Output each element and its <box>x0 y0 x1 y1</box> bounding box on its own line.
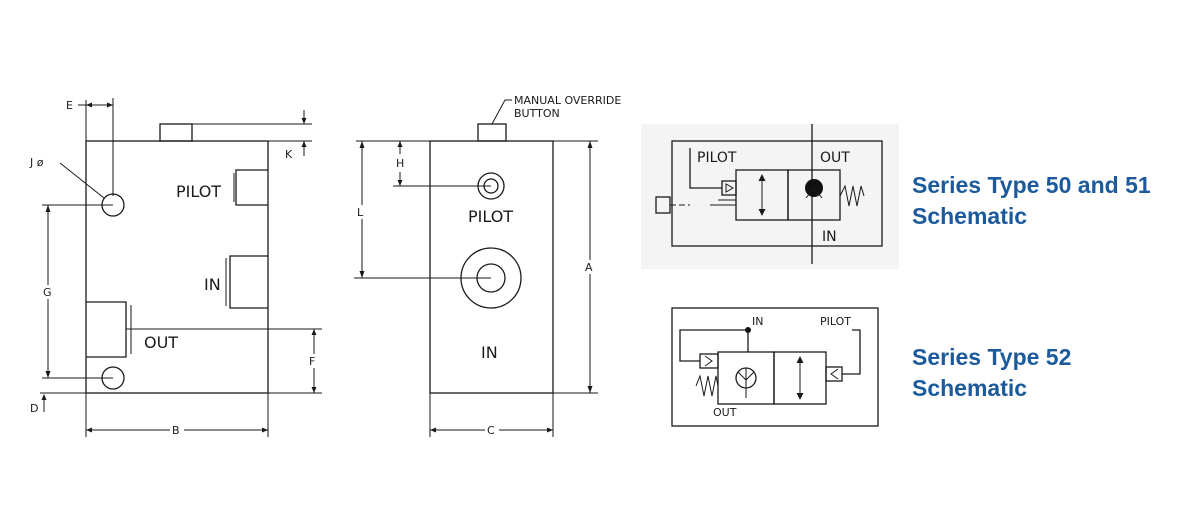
side-out-label: OUT <box>144 333 178 352</box>
caption-type-52-line2: Schematic <box>912 375 1028 401</box>
dim-a-label: A <box>585 261 593 274</box>
caption-type-50-51-line1: Series Type 50 and 51 <box>912 172 1151 198</box>
front-pilot-label: PILOT <box>468 207 513 226</box>
side-override-button <box>159 123 193 142</box>
caption-type-52: Series Type 52 Schematic <box>912 342 1071 404</box>
schematic-52-in-label: IN <box>752 315 763 328</box>
side-view: PILOT IN OUT E J ø G D <box>29 98 322 437</box>
schematic-50-51-background <box>641 124 899 269</box>
caption-type-50-51: Series Type 50 and 51 Schematic <box>912 170 1151 232</box>
caption-type-50-51-line2: Schematic <box>912 203 1028 229</box>
front-override-button <box>477 123 507 142</box>
dim-l-label: L <box>357 206 364 219</box>
schematic-50-51-out-label: OUT <box>820 150 850 166</box>
manual-override-label-line1: MANUAL OVERRIDE <box>514 94 621 107</box>
schematic-50-51-frame <box>671 140 883 247</box>
dim-g-label: G <box>43 286 52 299</box>
schematic-52-out-label: OUT <box>713 406 737 419</box>
front-view: MANUAL OVERRIDE BUTTON PILOT IN H L A <box>354 94 621 437</box>
schematic-type-50-51: PILOT OUT IN <box>641 124 899 269</box>
side-in-port <box>229 255 268 309</box>
dim-e-label: E <box>66 99 73 112</box>
caption-type-52-line1: Series Type 52 <box>912 344 1072 370</box>
schematic-52-frame <box>671 307 879 427</box>
side-out-port <box>86 301 127 358</box>
dim-b-label: B <box>172 424 180 437</box>
dim-c-label: C <box>487 424 495 437</box>
dim-f-label: F <box>309 355 315 368</box>
dim-h-label: H <box>396 157 404 170</box>
side-pilot-label: PILOT <box>176 182 221 201</box>
side-pilot-port <box>235 169 268 206</box>
schematic-50-51-in-label: IN <box>822 229 837 245</box>
manual-override-label-line2: BUTTON <box>514 107 560 120</box>
dim-k-label: K <box>285 148 293 161</box>
dim-d-label: D <box>30 402 38 415</box>
dim-j-label: J ø <box>29 156 44 169</box>
schematic-type-52: IN PILOT OUT <box>671 307 879 427</box>
schematic-52-pilot-label: PILOT <box>820 315 851 328</box>
schematic-50-51-pilot-label: PILOT <box>697 150 737 166</box>
front-in-label: IN <box>481 343 498 362</box>
side-in-label: IN <box>204 275 221 294</box>
